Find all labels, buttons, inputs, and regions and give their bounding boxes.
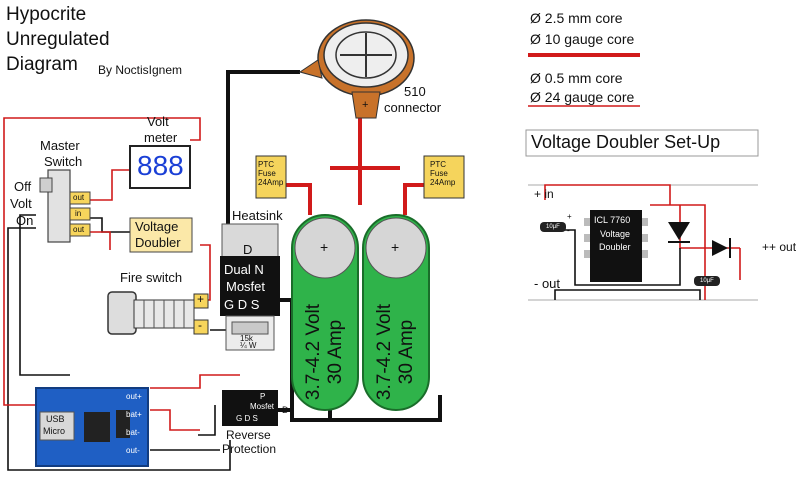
doubler-setup-title: Voltage Doubler Set-Up xyxy=(531,132,721,152)
mosfet-d: D xyxy=(243,242,253,257)
reverse-label1: Reverse xyxy=(226,428,271,442)
reverse-label2: Protection xyxy=(222,442,277,456)
battery-left xyxy=(291,214,359,411)
battery-left-line2: 30 Amp xyxy=(325,319,346,385)
fuse-right-line2: Fuse xyxy=(430,169,448,178)
doubler-cap-plus: + xyxy=(567,212,572,221)
resistor-power: ¼ W xyxy=(240,341,257,350)
mosfet-gds: G D S xyxy=(224,297,260,312)
title-line3: Diagram xyxy=(6,54,78,75)
doubler-plus-out: ++ out xyxy=(762,240,797,254)
master-switch xyxy=(39,169,91,243)
battery-right-line2: 30 Amp xyxy=(396,319,417,385)
battery-right-line1: 3.7-4.2 Volt xyxy=(374,303,395,401)
title-line2: Unregulated xyxy=(6,29,110,50)
doubler-ic2: Voltage xyxy=(600,229,631,239)
connector-label2: connector xyxy=(384,100,442,115)
battery-left-plus: + xyxy=(320,239,329,255)
fire-switch-label: Fire switch xyxy=(120,270,183,285)
fuse-right-text: PTC Fuse 24Amp xyxy=(430,160,455,187)
reverse-chip1: P xyxy=(260,392,266,401)
doubler-out-label: - out xyxy=(534,276,561,291)
battery-left-line1: 3.7-4.2 Volt xyxy=(303,303,324,401)
charger-board xyxy=(35,387,149,467)
master-switch-label1: Master xyxy=(40,138,80,153)
fire-switch-plus: + xyxy=(197,292,205,306)
charger-bat-minus: bat- xyxy=(126,428,140,437)
charger-usb1: USB xyxy=(46,414,65,424)
reverse-mosfet-body xyxy=(222,390,278,426)
thin-black-wires xyxy=(7,214,232,471)
fire-switch xyxy=(107,291,209,335)
red-wires xyxy=(285,118,425,215)
fuse-left-line1: PTC xyxy=(258,160,274,169)
ptc-fuse-left xyxy=(255,155,287,199)
connector-label1: 510 xyxy=(404,84,426,99)
battery-right-label: 3.7-4.2 Volt 30 Amp xyxy=(374,277,418,427)
master-switch-pin-in: in xyxy=(75,209,82,218)
doubler-cap-left: 10µF xyxy=(546,224,560,230)
reverse-chip3: G D S xyxy=(236,414,258,423)
voltage-doubler-label2: Doubler xyxy=(135,235,181,250)
master-switch-pin-out-top: out xyxy=(73,193,85,202)
doubler-cap-right: 10µF xyxy=(700,278,714,284)
voltmeter-display: 888 xyxy=(137,150,184,181)
fuse-right-line1: PTC xyxy=(430,160,446,169)
fuse-left-line3: 24Amp xyxy=(258,178,284,187)
fuse-right-line3: 24Amp xyxy=(430,178,456,187)
doubler-in-label: + in xyxy=(534,187,554,201)
master-switch-off: Off xyxy=(14,179,32,194)
master-switch-volt: Volt xyxy=(10,196,32,211)
fuse-left-text: PTC Fuse 24Amp xyxy=(258,160,283,187)
master-switch-on: On xyxy=(16,213,34,228)
mosfet-line2: Mosfet xyxy=(226,279,266,294)
thin-red-wires xyxy=(3,117,240,431)
legend-thin-gauge: Ø 24 gauge core xyxy=(530,89,635,105)
fuse-left-line2: Fuse xyxy=(258,169,276,178)
fire-switch-minus: - xyxy=(198,318,202,332)
reverse-chip2: Mosfet xyxy=(250,402,275,411)
author: By NoctisIgnem xyxy=(98,63,183,77)
legend-thick-size: Ø 2.5 mm core xyxy=(530,10,623,26)
voltage-doubler-label1: Voltage xyxy=(135,219,179,234)
voltmeter-label1: Volt xyxy=(147,114,169,129)
charger-bat-plus: bat+ xyxy=(126,410,142,419)
connector-pin: + xyxy=(362,99,369,111)
ptc-fuse-right xyxy=(423,155,465,199)
master-switch-label2: Switch xyxy=(44,154,83,169)
battery-right-plus: + xyxy=(391,239,400,255)
reverse-d: D xyxy=(282,405,289,415)
mosfet-line1: Dual N xyxy=(224,262,264,277)
charger-usb2: Micro xyxy=(43,426,65,436)
legend-thick-gauge: Ø 10 gauge core xyxy=(530,31,635,47)
master-switch-pin-out-bottom: out xyxy=(73,225,85,234)
title-line1: Hypocrite xyxy=(6,4,87,25)
mosfet-heatsink xyxy=(220,223,280,351)
resistor-value: 15k xyxy=(240,334,253,343)
510-connector xyxy=(298,19,415,119)
legend-thin-size: Ø 0.5 mm core xyxy=(530,70,623,86)
voltage-doubler-module xyxy=(129,217,193,253)
voltmeter-label2: meter xyxy=(144,130,178,145)
battery-right xyxy=(362,214,430,411)
doubler-ic1: ICL 7760 xyxy=(594,215,631,225)
doubler-ic3: Doubler xyxy=(599,242,631,252)
doubler-cap-minus: - xyxy=(567,226,570,235)
voltmeter-body xyxy=(129,145,191,189)
doubler-schematic xyxy=(525,129,759,301)
charger-out-plus: out+ xyxy=(126,392,142,401)
heatsink-label: Heatsink xyxy=(232,208,283,223)
charger-out-minus: out- xyxy=(126,446,140,455)
battery-left-label: 3.7-4.2 Volt 30 Amp xyxy=(303,277,347,427)
